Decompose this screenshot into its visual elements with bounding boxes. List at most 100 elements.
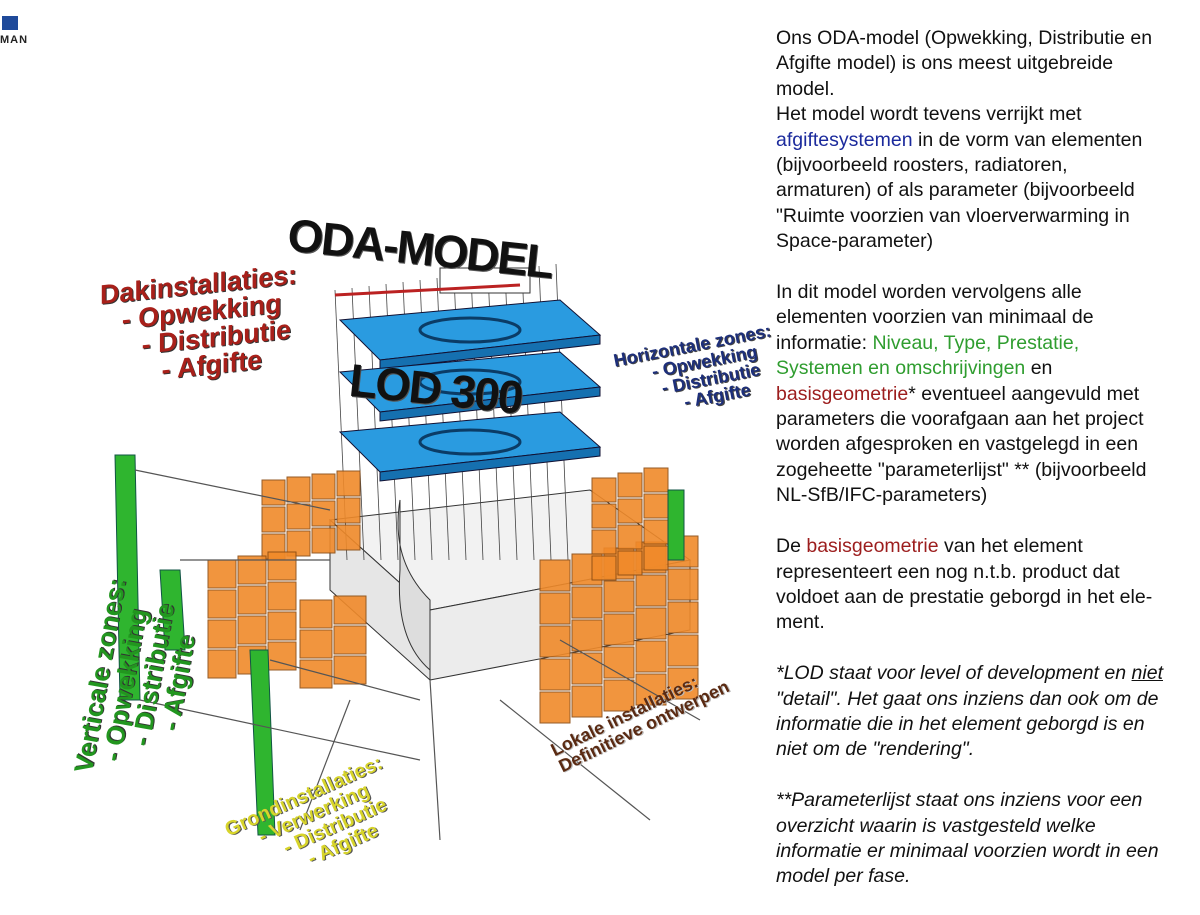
highlighted-term: niet bbox=[1131, 662, 1163, 685]
text-segment: informatie die in het element geborgd is… bbox=[776, 712, 1145, 735]
text-segment: NL-SfB/IFC-parameters) bbox=[776, 484, 988, 507]
orange-box bbox=[237, 585, 267, 615]
orange-box bbox=[617, 472, 643, 498]
text-segment: informatie er minimaal voorzien wordt in… bbox=[776, 839, 1159, 862]
orange-box bbox=[603, 646, 635, 679]
orange-box bbox=[643, 467, 669, 493]
text-segment: overzicht waarin is vastgesteld welke bbox=[776, 814, 1096, 837]
orange-box bbox=[207, 559, 237, 589]
orange-box bbox=[333, 625, 367, 655]
text-line: model. bbox=[776, 77, 1200, 102]
orange-box bbox=[635, 574, 667, 607]
text-line: overzicht waarin is vastgesteld welke bbox=[776, 814, 1200, 839]
paragraph: *LOD staat voor level of development en … bbox=[776, 661, 1200, 763]
vertical-shaft bbox=[249, 649, 276, 836]
orange-box bbox=[571, 586, 603, 619]
text-segment: van het element bbox=[938, 535, 1083, 558]
text-line: model per fase. bbox=[776, 864, 1200, 889]
orange-box bbox=[617, 498, 643, 524]
orange-box bbox=[667, 667, 699, 700]
text-segment: model. bbox=[776, 77, 835, 100]
orange-box bbox=[267, 551, 297, 581]
text-line: *LOD staat voor level of development en … bbox=[776, 661, 1200, 686]
text-line: zogeheette "parameterlijst" ** (bijvoorb… bbox=[776, 458, 1200, 483]
highlighted-term: basisgeometrie bbox=[806, 535, 939, 558]
text-line: NL-SfB/IFC-parameters) bbox=[776, 483, 1200, 508]
orange-box bbox=[299, 659, 333, 689]
pipe-line bbox=[299, 699, 351, 831]
text-line: "detail". Het gaat ons inziens dan ook o… bbox=[776, 687, 1200, 712]
orange-box bbox=[311, 527, 336, 554]
text-segment: worden afgesproken en vastgelegd in een bbox=[776, 433, 1139, 456]
orange-box bbox=[207, 619, 237, 649]
orange-box bbox=[591, 529, 617, 555]
logo-name: MAN bbox=[0, 34, 29, 46]
text-line: De basisgeometrie van het element bbox=[776, 534, 1200, 559]
text-segment: * eventueel aangevuld met bbox=[908, 382, 1140, 405]
orange-box bbox=[571, 619, 603, 652]
text-line: niet om de "rendering". bbox=[776, 737, 1200, 762]
orange-box bbox=[539, 658, 571, 691]
text-line: informatie er minimaal voorzien wordt in… bbox=[776, 839, 1200, 864]
orange-box bbox=[207, 649, 237, 679]
orange-box bbox=[261, 506, 286, 533]
vertical-shaft bbox=[159, 569, 186, 651]
orange-box bbox=[336, 497, 361, 524]
text-segment: zogeheette "parameterlijst" ** (bijvoorb… bbox=[776, 458, 1147, 481]
title-line: ODA-MODEL bbox=[285, 208, 555, 288]
text-line: Space-parameter) bbox=[776, 229, 1200, 254]
highlighted-term: afgiftesystemen bbox=[776, 128, 913, 151]
text-segment: elementen voorzien van minimaal de bbox=[776, 306, 1094, 329]
orange-box bbox=[207, 589, 237, 619]
orange-box bbox=[571, 652, 603, 685]
orange-box bbox=[299, 599, 333, 629]
text-line: parameters die voorafgaan aan het projec… bbox=[776, 407, 1200, 432]
text-line: (bijvoorbeeld roosters, radiatoren, bbox=[776, 153, 1200, 178]
logo-mark-icon bbox=[2, 16, 18, 30]
orange-box bbox=[643, 545, 669, 571]
company-logo: MAN bbox=[0, 10, 60, 60]
orange-box bbox=[635, 673, 667, 706]
text-segment: "Ruimte voorzien van vloerverwarming in bbox=[776, 204, 1130, 227]
pipe-line bbox=[134, 469, 331, 511]
orange-box bbox=[643, 493, 669, 519]
text-line: elementen voorzien van minimaal de bbox=[776, 305, 1200, 330]
text-line: informatie: Niveau, Type, Prestatie, bbox=[776, 331, 1200, 356]
text-line: basisgeometrie* eventueel aangevuld met bbox=[776, 382, 1200, 407]
orange-box bbox=[635, 607, 667, 640]
text-segment: model per fase. bbox=[776, 865, 911, 888]
orange-box bbox=[667, 634, 699, 667]
orange-box bbox=[237, 615, 267, 645]
text-line: voldoet aan de prestatie geborgd in het … bbox=[776, 585, 1200, 610]
orange-box bbox=[603, 580, 635, 613]
orange-box bbox=[635, 640, 667, 673]
text-segment: De bbox=[776, 535, 807, 558]
title-line: LOD 300 bbox=[346, 353, 525, 424]
orange-box bbox=[333, 655, 367, 685]
text-segment: Space-parameter) bbox=[776, 230, 934, 253]
roof-installations-label: Dakinstallaties:- Opwekking- Distributie… bbox=[100, 259, 297, 390]
orange-box bbox=[603, 613, 635, 646]
text-line: informatie die in het element geborgd is… bbox=[776, 712, 1200, 737]
text-segment: ment. bbox=[776, 611, 825, 634]
duct-loop bbox=[418, 368, 522, 396]
text-segment: representeert een nog n.t.b. product dat bbox=[776, 560, 1120, 583]
duct-loop bbox=[418, 316, 522, 344]
text-segment: in de vorm van elementen bbox=[912, 128, 1143, 151]
orange-box bbox=[667, 568, 699, 601]
text-segment: Het model wordt tevens verrijkt met bbox=[776, 103, 1082, 126]
paragraph: Ons ODA-model (Opwekking, Distributie en… bbox=[776, 26, 1200, 255]
floor-slab-edge bbox=[379, 334, 601, 370]
text-line: Het model wordt tevens verrijkt met bbox=[776, 102, 1200, 127]
text-line: Systemen en omschrijvingen en bbox=[776, 356, 1200, 381]
text-line: representeert een nog n.t.b. product dat bbox=[776, 560, 1200, 585]
description-text: Ons ODA-model (Opwekking, Distributie en… bbox=[776, 26, 1200, 915]
roof-pipe bbox=[334, 283, 521, 297]
text-segment: *LOD staat voor level of development en bbox=[776, 662, 1132, 685]
highlighted-term: Niveau, Type, Prestatie, bbox=[872, 331, 1080, 354]
orange-box bbox=[643, 519, 669, 545]
orange-box bbox=[539, 592, 571, 625]
text-line: ment. bbox=[776, 610, 1200, 635]
